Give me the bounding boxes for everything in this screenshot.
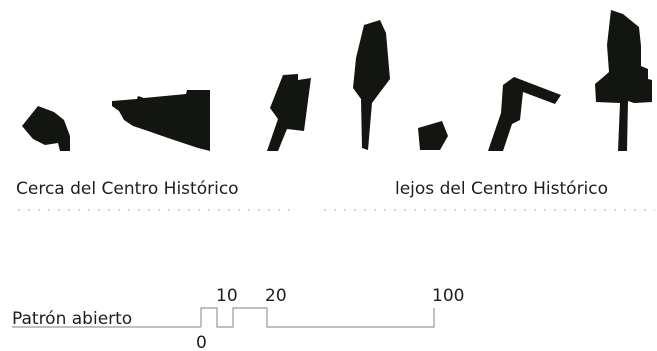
tick-label-20: 20 (265, 286, 287, 306)
block-1-shape (22, 106, 70, 151)
tick-label-10: 10 (216, 286, 238, 306)
block-4-shape (353, 20, 390, 150)
scale-step-profile (200, 307, 435, 328)
pattern-label: Patrón abierto (12, 309, 132, 329)
block-5-shape (418, 121, 448, 150)
block-7-shape (595, 10, 652, 151)
near-center-caption: Cerca del Centro Histórico (16, 179, 239, 199)
block-2-shape (112, 90, 210, 151)
block-6-shape (488, 77, 561, 151)
far-center-caption: lejos del Centro Histórico (395, 179, 608, 199)
tick-label-0: 0 (196, 333, 207, 351)
block-shapes (22, 10, 652, 151)
block-3-shape (267, 74, 311, 151)
tick-label-100: 100 (432, 286, 464, 306)
